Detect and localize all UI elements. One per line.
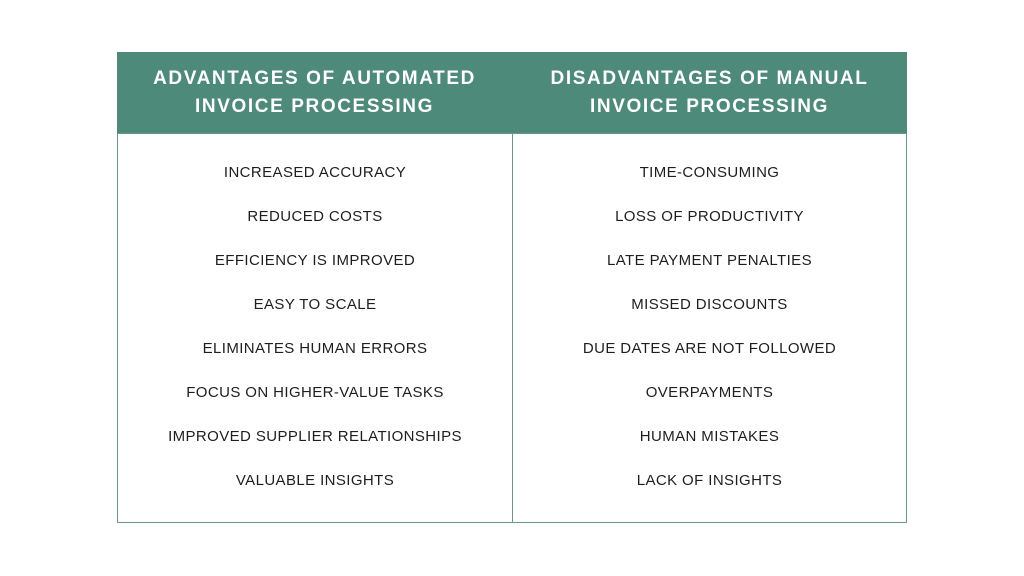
list-item: EASY TO SCALE xyxy=(253,295,377,313)
header-disadvantages: DISADVANTAGES OF MANUAL INVOICE PROCESSI… xyxy=(550,67,869,117)
list-item: LACK OF INSIGHTS xyxy=(636,471,783,489)
list-item: DUE DATES ARE NOT FOLLOWED xyxy=(582,339,837,357)
list-item: OVERPAYMENTS xyxy=(645,383,774,401)
list-item: LATE PAYMENT PENALTIES xyxy=(607,251,812,269)
list-item: HUMAN MISTAKES xyxy=(639,427,780,445)
column-disadvantages: TIME-CONSUMING LOSS OF PRODUCTIVITY LATE P… xyxy=(512,134,906,522)
list-item: FOCUS ON HIGHER-VALUE TASKS xyxy=(186,383,444,401)
header-row: ADVANTAGES OF AUTOMATED INVOICE PROCESSI… xyxy=(117,52,907,133)
list-item: IMPROVED SUPPLIER RELATIONSHIPS xyxy=(168,427,462,445)
table-body: INCREASED ACCURACY REDUCED COSTS EFFICIENC… xyxy=(117,133,907,523)
list-item: MISSED DISCOUNTS xyxy=(631,295,788,313)
list-item: VALUABLE INSIGHTS xyxy=(235,471,395,489)
comparison-table: ADVANTAGES OF AUTOMATED INVOICE PROCESSI… xyxy=(117,52,907,523)
list-item: REDUCED COSTS xyxy=(247,207,383,225)
list-item: INCREASED ACCURACY xyxy=(223,163,407,181)
list-item: ELIMINATES HUMAN ERRORS xyxy=(202,339,428,357)
column-advantages: INCREASED ACCURACY REDUCED COSTS EFFICIENC… xyxy=(118,134,512,522)
list-item: EFFICIENCY IS IMPROVED xyxy=(214,251,416,269)
header-advantages: ADVANTAGES OF AUTOMATED INVOICE PROCESSI… xyxy=(153,67,476,117)
list-item: TIME-CONSUMING xyxy=(639,163,780,181)
list-item: LOSS OF PRODUCTIVITY xyxy=(615,207,804,225)
